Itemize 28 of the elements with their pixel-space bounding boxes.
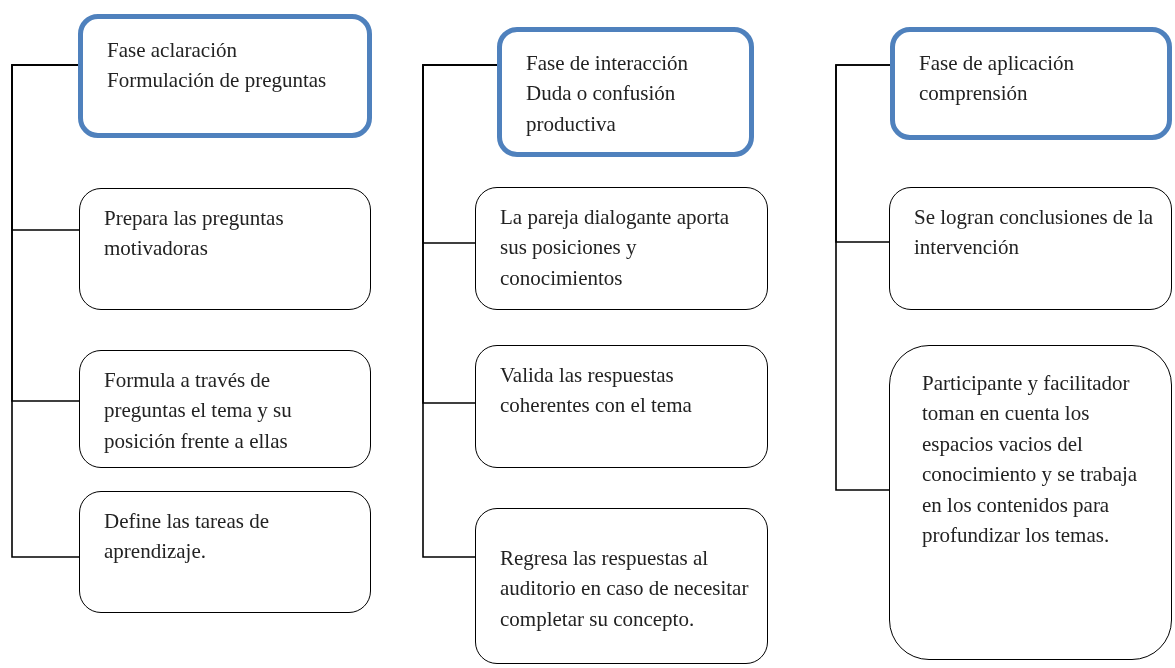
step-text: Formula a través de preguntas el tema y su posición frente a ellas: [104, 367, 293, 455]
phase-box: [78, 14, 372, 138]
phase-title: Fase de aplicación: [919, 50, 1076, 77]
phase-subtitle: comprensión: [919, 80, 1029, 108]
step-text: Prepara las preguntas motivadoras: [104, 205, 285, 263]
step-box: [889, 187, 1172, 310]
step-box: [79, 491, 371, 613]
step-box: [79, 350, 371, 468]
step-box: [475, 508, 768, 664]
step-text: Se logran conclusiones de la intervención: [914, 204, 1155, 262]
phase-box: [497, 27, 754, 157]
step-box: [475, 187, 768, 310]
step-text: Participante y facilitador toman en cuenta los espacios vacios del conocimiento y se trabaja en los contenidos para profundizar los temas.: [922, 370, 1139, 550]
step-box: [475, 345, 768, 468]
phase-title: Fase aclaración: [107, 37, 238, 64]
phase-subtitle: Formulación de preguntas: [107, 67, 328, 95]
step-text: Valida las respuestas coherentes con el tema: [500, 362, 693, 420]
phase-subtitle: Duda o confusión productiva: [526, 80, 677, 138]
step-box: [79, 188, 371, 310]
step-text: Regresa las respuestas al auditorio en caso de necesitar completar su concepto.: [500, 545, 750, 633]
connector-line: [422, 64, 498, 558]
phase-box: [890, 27, 1172, 140]
step-text: La pareja dialogante aporta sus posiciones y conocimientos: [500, 204, 731, 292]
step-text: Define las tareas de aprendizaje.: [104, 508, 270, 566]
connector-line: [835, 64, 891, 491]
connector-line: [11, 64, 80, 558]
phase-title: Fase de interacción: [526, 50, 690, 77]
step-box: [889, 345, 1172, 660]
